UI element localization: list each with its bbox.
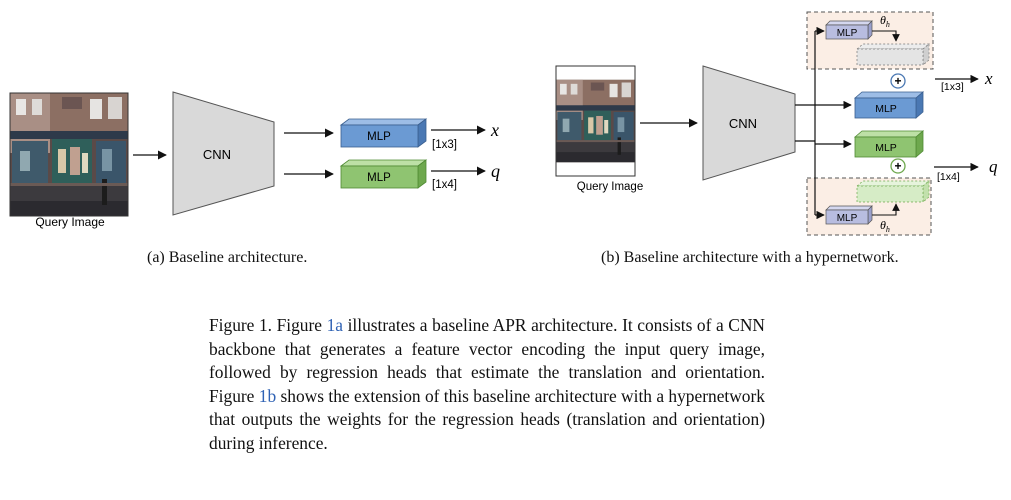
output-q-a: q	[491, 161, 500, 181]
cnn-trapezoid-a	[172, 91, 275, 216]
figure-diagram: Query Image CNN MLP MLP [1x3] [1x4] x q	[9, 11, 998, 236]
plus-node-top: +	[890, 73, 906, 89]
diagram-b: Query Image CNN MLP θh	[555, 11, 998, 236]
svg-text:MLP: MLP	[367, 172, 391, 184]
svg-text:MLP: MLP	[875, 142, 897, 154]
dim-q-label-a: [1x4]	[432, 179, 457, 191]
dim-x-label-a: [1x3]	[432, 139, 457, 151]
hyper-mlp-top: MLP	[825, 20, 873, 40]
svg-text:θh: θh	[880, 13, 890, 29]
dim-x-label-b: [1x3]	[941, 81, 964, 93]
svg-text:MLP: MLP	[837, 28, 858, 39]
diagram-a: Query Image CNN MLP MLP [1x3] [1x4] x q	[9, 91, 500, 229]
output-x-a: x	[490, 120, 499, 140]
svg-text:MLP: MLP	[837, 213, 858, 224]
hyper-mlp-bottom: MLP	[825, 205, 873, 225]
theta-label-top: θh	[880, 13, 890, 29]
generated-weights-top	[856, 43, 930, 66]
query-image-label-a: Query Image	[35, 215, 105, 229]
subcaption-b: (b) Baseline architecture with a hyperne…	[601, 249, 899, 266]
mlp-translation-b: MLP	[853, 91, 925, 119]
output-q-b: q	[989, 157, 998, 176]
ref-link-1b[interactable]: 1b	[258, 385, 277, 406]
cnn-label-a: CNN	[203, 147, 231, 162]
mlp-orientation-b: MLP	[853, 130, 925, 158]
output-x-b: x	[984, 69, 993, 88]
generated-weights-bottom	[856, 180, 930, 203]
svg-text:MLP: MLP	[367, 131, 391, 143]
figure-caption: Figure 1. Figure 1a illustrates a baseli…	[209, 315, 765, 453]
mlp-orientation-a: MLP	[339, 159, 428, 189]
query-image-a	[10, 93, 128, 216]
svg-text:+: +	[894, 159, 901, 173]
query-image-label-b: Query Image	[577, 181, 643, 193]
plus-node-bottom: +	[890, 158, 906, 174]
svg-text:θh: θh	[880, 218, 890, 234]
dim-q-label-b: [1x4]	[937, 171, 960, 183]
mlp-translation-a: MLP	[339, 118, 428, 148]
svg-text:+: +	[894, 74, 901, 88]
ref-link-1a[interactable]: 1a	[326, 315, 344, 335]
theta-label-bottom: θh	[880, 218, 890, 234]
cnn-trapezoid-b	[702, 65, 796, 181]
svg-text:MLP: MLP	[875, 103, 897, 115]
query-image-b	[556, 79, 635, 163]
subcaption-a: (a) Baseline architecture.	[147, 249, 308, 266]
cnn-label-b: CNN	[729, 116, 757, 131]
